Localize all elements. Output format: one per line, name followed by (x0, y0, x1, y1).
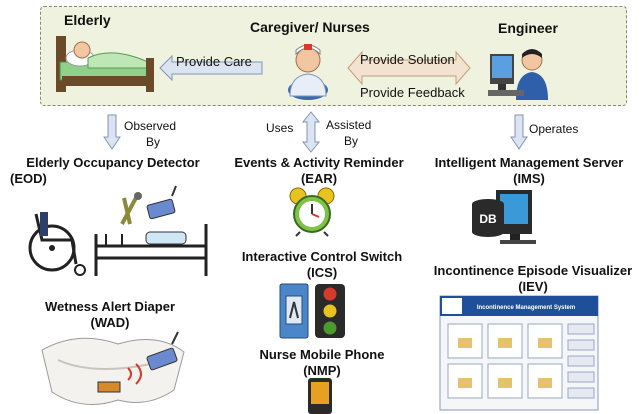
nmp-abbr: (NMP) (303, 363, 341, 378)
provide-solution-label: Provide Solution (360, 52, 455, 67)
control-switch-icon (279, 283, 309, 339)
wad-name: Wetness Alert Diaper (44, 299, 176, 314)
ear-name: Events & Activity Reminder (234, 155, 404, 170)
provide-care-arrow (159, 54, 263, 82)
solution-feedback-arrow (347, 50, 471, 86)
iev-abbr: (IEV) (518, 279, 548, 294)
ims-name: Intelligent Management Server (434, 155, 624, 170)
observed-by-arrow (103, 114, 121, 150)
caregiver-label: Caregiver/ Nurses (250, 19, 370, 35)
iev-name: Incontinence Episode Visualizer (433, 263, 633, 278)
iev-window-title: Incontinence Management System (477, 305, 575, 311)
ics-name: Interactive Control Switch (241, 249, 403, 264)
traffic-light-icon (315, 284, 345, 338)
observed-label: Observed (124, 119, 177, 133)
ics-abbr: (ICS) (306, 265, 338, 280)
eod-name: Elderly Occupancy Detector (26, 155, 200, 170)
assisted-label: Assisted (326, 118, 372, 132)
uses-label: Uses (266, 121, 294, 135)
uses-assisted-arrow (301, 111, 321, 153)
eod-abbr: (EOD) (10, 171, 47, 186)
engineer-computer-icon (488, 49, 548, 100)
db-label: DB (479, 212, 497, 226)
server-db-icon: DB (472, 190, 536, 244)
wad-abbr: (WAD) (90, 315, 130, 330)
mobile-phone-icon (308, 378, 332, 414)
engineer-label: Engineer (498, 20, 558, 36)
operates-label: Operates (529, 122, 579, 136)
nmp-name: Nurse Mobile Phone (259, 347, 385, 362)
ims-abbr: (IMS) (513, 171, 545, 186)
provide-care-label: Provide Care (176, 54, 252, 69)
assisted-by-label: By (344, 134, 359, 148)
wheelchair-bed-sensor-icon (28, 185, 208, 276)
nurse-icon (288, 44, 328, 100)
operates-arrow (510, 114, 528, 150)
bed-patient-icon (56, 36, 154, 92)
ear-abbr: (EAR) (300, 171, 338, 186)
diaper-icon (41, 331, 185, 405)
iev-software-screenshot: Incontinence Management System (439, 295, 599, 411)
alarm-clock-icon (289, 187, 335, 237)
elderly-label: Elderly (64, 12, 111, 28)
observed-by-label: By (146, 135, 161, 149)
provide-feedback-label: Provide Feedback (360, 85, 465, 100)
